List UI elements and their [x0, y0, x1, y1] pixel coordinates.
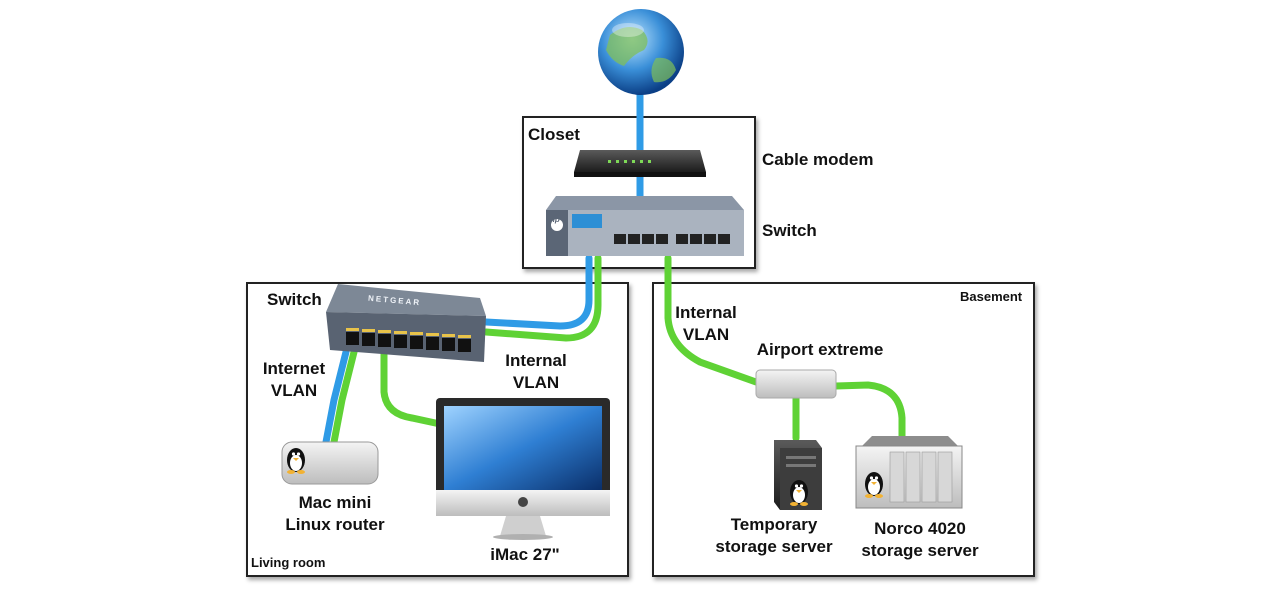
label-airport: Airport extreme: [756, 340, 884, 359]
cable-airport-norco: [832, 381, 906, 442]
basement-box: [652, 282, 1035, 577]
label-norco-line2: storage server: [861, 541, 979, 560]
internet-cables: [322, 88, 644, 446]
label-living-switch: Switch: [267, 290, 322, 309]
label-closet-switch: Switch: [762, 221, 817, 240]
label-internal-vlan-basement-line1: Internal: [675, 303, 737, 322]
room-label-basement: Basement: [960, 289, 1023, 304]
label-internet-vlan-line2: VLAN: [270, 381, 318, 400]
label-norco: Norco 4020 storage server: [850, 518, 990, 562]
label-mac-mini-line2: Linux router: [285, 515, 385, 534]
hp-switch-icon: [546, 196, 744, 256]
cable-modem-icon: [574, 150, 706, 177]
label-norco-line1: Norco 4020: [874, 519, 966, 538]
label-mac-mini: Mac mini Linux router: [270, 492, 400, 536]
label-temp-server: Temporary storage server: [704, 514, 844, 558]
cable-netgear-macmini-green: [330, 348, 358, 446]
norco-server-icon: [855, 436, 963, 509]
label-internet-vlan: Internet VLAN: [254, 358, 334, 402]
label-imac: iMac 27": [490, 545, 560, 564]
room-label-living-room: Living room: [251, 555, 326, 570]
label-mac-mini-line1: Mac mini: [298, 493, 372, 512]
hp-logo: hp: [550, 215, 560, 224]
label-temp-server-line2: storage server: [715, 537, 833, 556]
cable-switch-airport: [664, 254, 760, 386]
label-internal-vlan-living-line1: Internal: [505, 351, 567, 370]
cable-switch-netgear-green: [482, 254, 602, 342]
label-internal-vlan-basement-line2: VLAN: [682, 325, 730, 344]
label-internal-vlan-living-line2: VLAN: [512, 373, 560, 392]
imac-icon: [436, 398, 610, 540]
label-temp-server-line1: Temporary: [730, 515, 818, 534]
cable-netgear-imac: [380, 348, 444, 428]
cable-netgear-macmini: [322, 348, 350, 446]
internal-cables: [330, 254, 906, 446]
label-internal-vlan-living: Internal VLAN: [496, 350, 576, 394]
room-label-closet: Closet: [528, 125, 580, 144]
cable-switch-netgear-blue: [482, 254, 593, 330]
netgear-switch-icon: [326, 284, 486, 362]
label-cable-modem: Cable modem: [762, 150, 874, 169]
internet-globe-icon: [598, 9, 684, 95]
label-internal-vlan-basement: Internal VLAN: [666, 302, 746, 346]
airport-extreme-icon: [755, 369, 837, 399]
mac-mini-icon: [281, 441, 379, 485]
temporary-server-icon: [774, 440, 822, 510]
label-internet-vlan-line1: Internet: [262, 359, 326, 378]
